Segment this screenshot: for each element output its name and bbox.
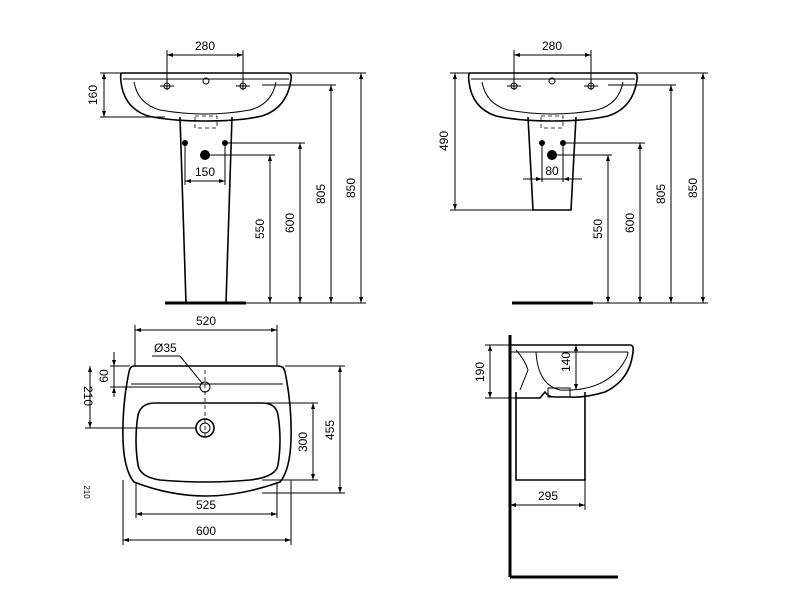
fixing-point-left xyxy=(539,140,545,146)
dim-pedestal-height: 490 xyxy=(437,131,451,151)
basin-outline xyxy=(119,72,292,122)
side-view: 190 140 295 xyxy=(473,335,634,579)
basin-plan-outline xyxy=(122,365,292,497)
dim-side-basin-height: 190 xyxy=(473,362,487,382)
dim-overall-depth: 455 xyxy=(323,420,337,440)
dim-fixing-spacing: 80 xyxy=(545,164,559,178)
dim-tap-spacing: 280 xyxy=(542,39,562,53)
dim-rim-height: 850 xyxy=(686,178,700,198)
basin-section-outline xyxy=(510,344,634,399)
dim-fixing-height: 600 xyxy=(623,213,637,233)
fixing-point-right xyxy=(222,140,228,146)
waste-outlet xyxy=(547,150,557,160)
tap-hole-centre xyxy=(202,77,210,85)
dim-tap-spacing: 280 xyxy=(195,39,215,53)
bowl-outline xyxy=(135,402,281,483)
cut-label: 210 xyxy=(82,485,91,499)
dim-rim-underside: 805 xyxy=(314,184,328,204)
dim-tap-hole-diameter: Ø35 xyxy=(154,341,177,355)
dim-overall-width: 600 xyxy=(196,524,216,538)
dim-side-bowl-depth: 140 xyxy=(559,352,573,372)
dim-bowl-depth: 300 xyxy=(296,432,310,452)
dim-tap-offset: 60 xyxy=(97,369,111,383)
fixing-point-right xyxy=(560,140,566,146)
tap-hole-centre xyxy=(548,77,556,85)
pedestal-front-view: 280 160 150 550 600 805 xyxy=(86,39,366,305)
dim-bowl-width: 525 xyxy=(196,498,216,512)
dim-waste-offset: 210 xyxy=(81,386,95,406)
basin-bowl-line xyxy=(481,81,624,115)
plan-view: 520 Ø35 60 210 210 300 455 xyxy=(81,314,345,545)
trap-outline xyxy=(194,115,218,129)
dim-projection: 295 xyxy=(538,489,558,503)
trap-outline xyxy=(540,115,564,129)
dim-rim-height: 850 xyxy=(344,178,358,198)
dim-fixing-height: 600 xyxy=(283,213,297,233)
dim-rear-width: 520 xyxy=(196,314,216,328)
semi-pedestal-body xyxy=(527,116,577,211)
waste-outlet xyxy=(200,150,210,160)
dim-waste-height: 550 xyxy=(253,219,267,239)
dim-rim-underside: 805 xyxy=(654,184,668,204)
basin-outline xyxy=(467,72,638,122)
fixing-point-left xyxy=(182,140,188,146)
pedestal-section xyxy=(515,392,586,481)
basin-bowl-line xyxy=(133,81,277,115)
dim-fixing-spacing: 150 xyxy=(195,165,215,179)
dim-basin-height: 160 xyxy=(86,85,100,105)
semi-pedestal-front-view: 280 490 80 550 600 805 xyxy=(437,39,708,305)
dim-waste-height: 550 xyxy=(591,219,605,239)
bowl-section-line xyxy=(535,351,629,391)
waste-fitting xyxy=(547,387,571,398)
